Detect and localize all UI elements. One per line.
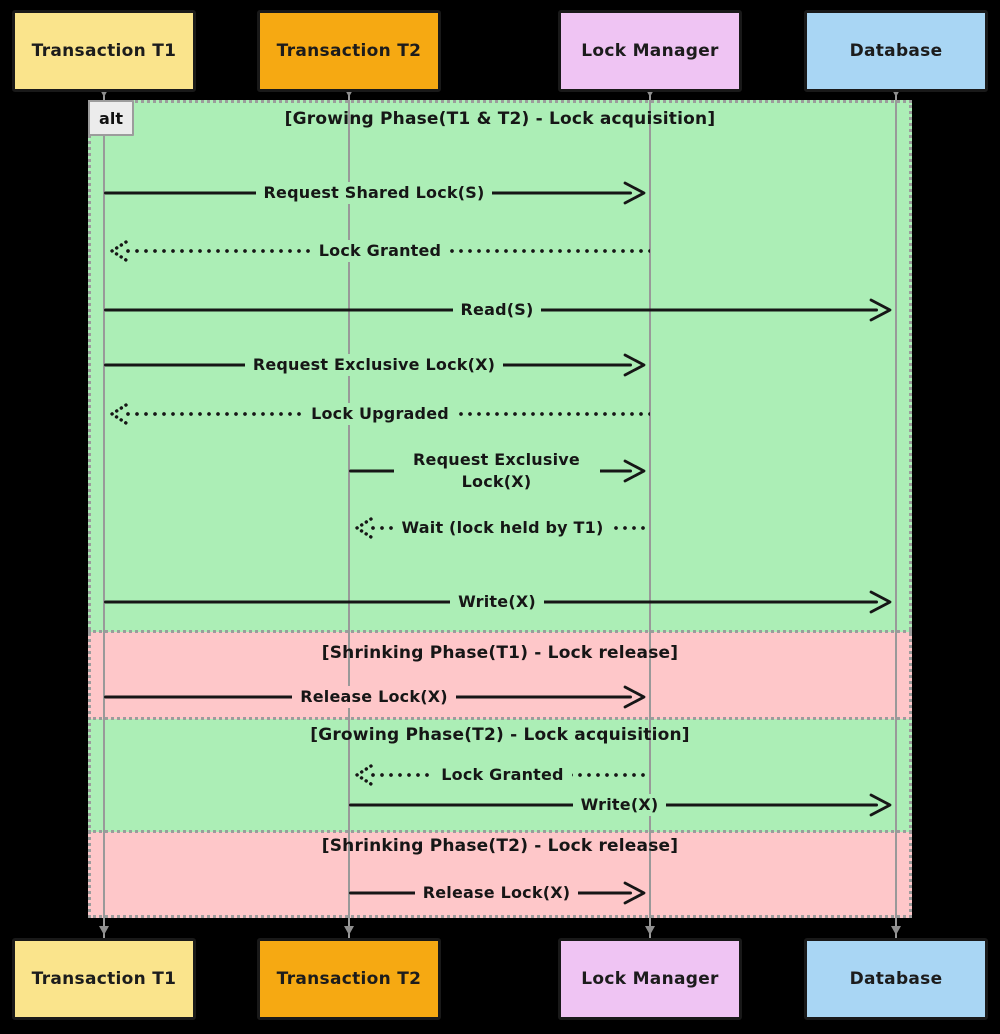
message-9-t1-to-lm: Release Lock(X) <box>104 681 646 713</box>
arrowhead-dotted <box>352 515 376 541</box>
arrowhead-solid <box>620 352 648 378</box>
message-7-lm-to-t2: Wait (lock held by T1) <box>352 512 650 544</box>
message-label: Request Shared Lock(S) <box>255 182 493 204</box>
message-8-t1-to-db: Write(X) <box>104 586 892 618</box>
message-5-lm-to-t1: Lock Upgraded <box>107 398 650 430</box>
lifeline-arrow-top-t1 <box>99 88 109 97</box>
message-label: Release Lock(X) <box>414 882 579 904</box>
actor-db-bottom: Database <box>804 938 988 1020</box>
message-12-t2-to-lm: Release Lock(X) <box>349 877 646 909</box>
arrowhead-solid <box>620 880 648 906</box>
message-label: Write(X) <box>572 794 667 816</box>
actor-lm-top: Lock Manager <box>558 10 742 92</box>
section-divider-1 <box>88 630 912 633</box>
message-label: Lock Granted <box>433 764 572 786</box>
lifeline-t1 <box>103 92 105 940</box>
message-label: Lock Granted <box>310 240 450 262</box>
actor-t2-bottom: Transaction T2 <box>257 938 441 1020</box>
message-label: Write(X) <box>450 591 544 613</box>
arrowhead-solid <box>620 180 648 206</box>
lifeline-arrow-bottom-t1 <box>99 926 109 935</box>
arrowhead-dotted <box>107 401 131 427</box>
arrowhead-solid <box>866 589 894 615</box>
message-3-t1-to-db: Read(S) <box>104 294 892 326</box>
section-divider-2 <box>88 717 912 720</box>
actor-t1-bottom: Transaction T1 <box>12 938 196 1020</box>
message-label: Request Exclusive Lock(X) <box>393 449 600 493</box>
section-label-3: [Shrinking Phase(T2) - Lock release] <box>321 836 679 856</box>
lifeline-arrow-top-lm <box>645 88 655 97</box>
message-label: Read(S) <box>452 299 542 321</box>
section-label-0: [Growing Phase(T1 & T2) - Lock acquisiti… <box>284 109 716 129</box>
message-2-lm-to-t1: Lock Granted <box>107 235 650 267</box>
message-4-t1-to-lm: Request Exclusive Lock(X) <box>104 349 646 381</box>
section-label-2: [Growing Phase(T2) - Lock acquisition] <box>310 725 690 745</box>
alt-section-shrinking-1 <box>88 632 912 719</box>
arrowhead-solid <box>866 297 894 323</box>
message-label: Wait (lock held by T1) <box>393 517 612 539</box>
actor-db-top: Database <box>804 10 988 92</box>
alt-frame-label: alt <box>88 100 134 136</box>
message-10-lm-to-t2: Lock Granted <box>352 759 650 791</box>
section-divider-3 <box>88 830 912 833</box>
message-11-t2-to-db: Write(X) <box>349 789 892 821</box>
alt-frame-border <box>88 100 912 918</box>
message-1-t1-to-lm: Request Shared Lock(S) <box>104 177 646 209</box>
lifeline-arrow-bottom-db <box>891 926 901 935</box>
arrowhead-dotted <box>107 238 131 264</box>
lifeline-arrow-top-t2 <box>344 88 354 97</box>
message-label: Lock Upgraded <box>303 403 457 425</box>
actor-lm-bottom: Lock Manager <box>558 938 742 1020</box>
lifeline-arrow-bottom-lm <box>645 926 655 935</box>
section-label-1: [Shrinking Phase(T1) - Lock release] <box>321 643 679 663</box>
lifeline-t2 <box>348 92 350 940</box>
lifeline-lm <box>649 92 651 940</box>
message-label: Request Exclusive Lock(X) <box>244 354 504 376</box>
actor-t2-top: Transaction T2 <box>257 10 441 92</box>
arrowhead-solid <box>620 684 648 710</box>
lifeline-db <box>895 92 897 940</box>
message-6-t2-to-lm: Request Exclusive Lock(X) <box>349 443 646 499</box>
actor-t1-top: Transaction T1 <box>12 10 196 92</box>
lifeline-arrow-top-db <box>891 88 901 97</box>
arrowhead-solid <box>620 458 648 484</box>
lifeline-arrow-bottom-t2 <box>344 926 354 935</box>
arrowhead-dotted <box>352 762 376 788</box>
message-label: Release Lock(X) <box>292 686 456 708</box>
arrowhead-solid <box>866 792 894 818</box>
